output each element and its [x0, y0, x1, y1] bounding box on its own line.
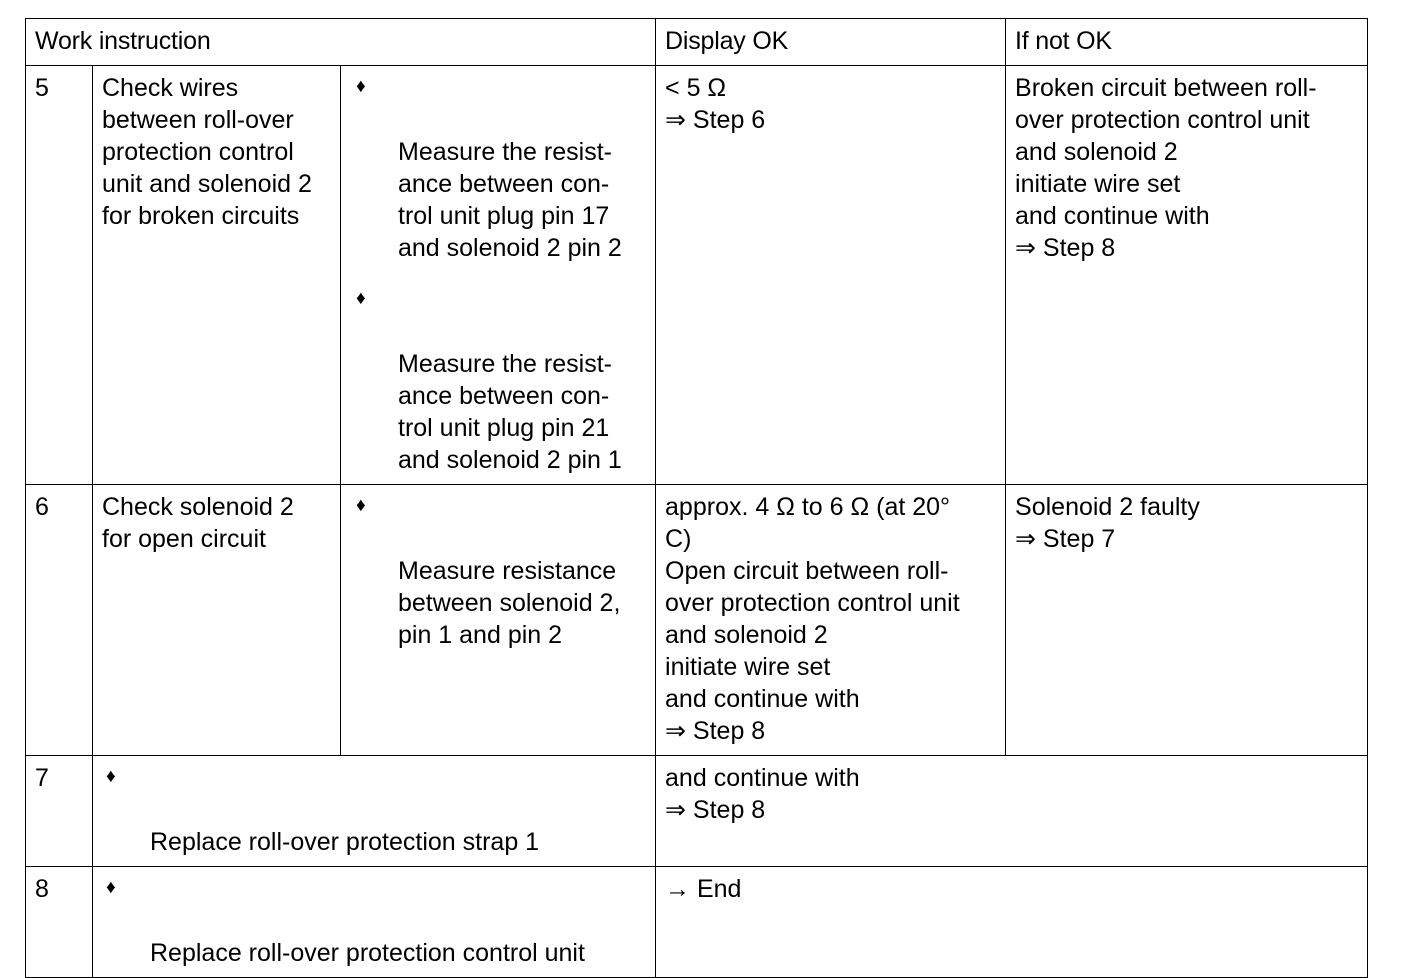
step-number: 6 [25, 484, 93, 756]
step-display-ok-text: < 5 Ω ⇒ Step 6 [665, 74, 766, 134]
work-instruction-table: Work instruction Display OK If not OK 5 … [24, 18, 1369, 978]
step-if-not-ok-text: Broken circuit between roll- over protec… [1015, 74, 1317, 262]
step-if-not-ok-text: Solenoid 2 faulty ⇒ Step 7 [1015, 493, 1200, 553]
table-header: Work instruction Display OK If not OK [24, 18, 1369, 66]
column-header-work-instruction: Work instruction [24, 18, 657, 66]
list-item-label: Measure the resist- ance between con- tr… [398, 138, 622, 262]
list-item-label: Measure the resist- ance between con- tr… [398, 350, 622, 474]
list-item: ♦ Measure the resist- ance between con- … [350, 284, 646, 476]
step-display-ok: approx. 4 Ω to 6 Ω (at 20° C) Open circu… [655, 484, 1007, 756]
step-display-ok: → End [655, 866, 1369, 978]
step-display-ok-text: approx. 4 Ω to 6 Ω (at 20° C) Open circu… [665, 493, 960, 745]
diamond-bullet-icon: ♦ [356, 288, 366, 309]
measurement-list: ♦ Replace roll-over protection strap 1 [102, 762, 646, 858]
list-item: ♦ Replace roll-over protection strap 1 [102, 762, 646, 858]
table-body: 5 Check wires between roll-over protecti… [25, 65, 1369, 978]
step-if-not-ok: Broken circuit between roll- over protec… [1005, 65, 1369, 485]
step-display-ok: < 5 Ω ⇒ Step 6 [655, 65, 1007, 485]
table-header-row: Work instruction Display OK If not OK [24, 18, 1369, 66]
diamond-bullet-icon: ♦ [106, 766, 116, 787]
step-number: 5 [25, 65, 93, 485]
step-display-ok-text: and continue with ⇒ Step 8 [665, 764, 860, 824]
step-display-ok: and continue with ⇒ Step 8 [655, 755, 1369, 867]
column-header-display-ok: Display OK [655, 18, 1007, 66]
document-page: Work instruction Display OK If not OK 5 … [24, 18, 1369, 978]
step-number: 7 [25, 755, 93, 867]
step-measurements: ♦ Measure resistance between solenoid 2,… [339, 484, 657, 756]
table-row: 5 Check wires between roll-over protecti… [25, 65, 1369, 485]
step-measurements: ♦ Measure the resist- ance between con- … [339, 65, 657, 485]
step-task: Check wires between roll-over protection… [92, 65, 341, 485]
measurement-list: ♦ Measure resistance between solenoid 2,… [350, 491, 646, 651]
diamond-bullet-icon: ♦ [356, 76, 366, 97]
diamond-bullet-icon: ♦ [106, 877, 116, 898]
step-task-text: Check wires between roll-over protection… [102, 74, 312, 230]
step-number: 8 [25, 866, 93, 978]
list-item: ♦ Measure the resist- ance between con- … [350, 72, 646, 264]
step-display-ok-text: → End [665, 875, 742, 903]
list-item-label: Replace roll-over protection control uni… [150, 939, 585, 967]
measurement-list: ♦ Replace roll-over protection control u… [102, 873, 646, 969]
step-task-text: Check solenoid 2 for open circuit [102, 493, 294, 553]
list-item: ♦ Replace roll-over protection control u… [102, 873, 646, 969]
table-row: 6 Check solenoid 2 for open circuit ♦ Me… [25, 484, 1369, 756]
step-task: ♦ Replace roll-over protection strap 1 [91, 755, 657, 867]
list-item-label: Replace roll-over protection strap 1 [150, 828, 540, 856]
column-header-if-not-ok: If not OK [1005, 18, 1369, 66]
step-if-not-ok: Solenoid 2 faulty ⇒ Step 7 [1005, 484, 1369, 756]
step-task: ♦ Replace roll-over protection control u… [91, 866, 657, 978]
step-task: Check solenoid 2 for open circuit [92, 484, 341, 756]
diamond-bullet-icon: ♦ [356, 495, 366, 516]
table-row: 8 ♦ Replace roll-over protection control… [25, 866, 1369, 978]
list-item-label: Measure resistance between solenoid 2, p… [398, 557, 621, 649]
table-row: 7 ♦ Replace roll-over protection strap 1… [25, 755, 1369, 867]
measurement-list: ♦ Measure the resist- ance between con- … [350, 72, 646, 476]
list-item: ♦ Measure resistance between solenoid 2,… [350, 491, 646, 651]
